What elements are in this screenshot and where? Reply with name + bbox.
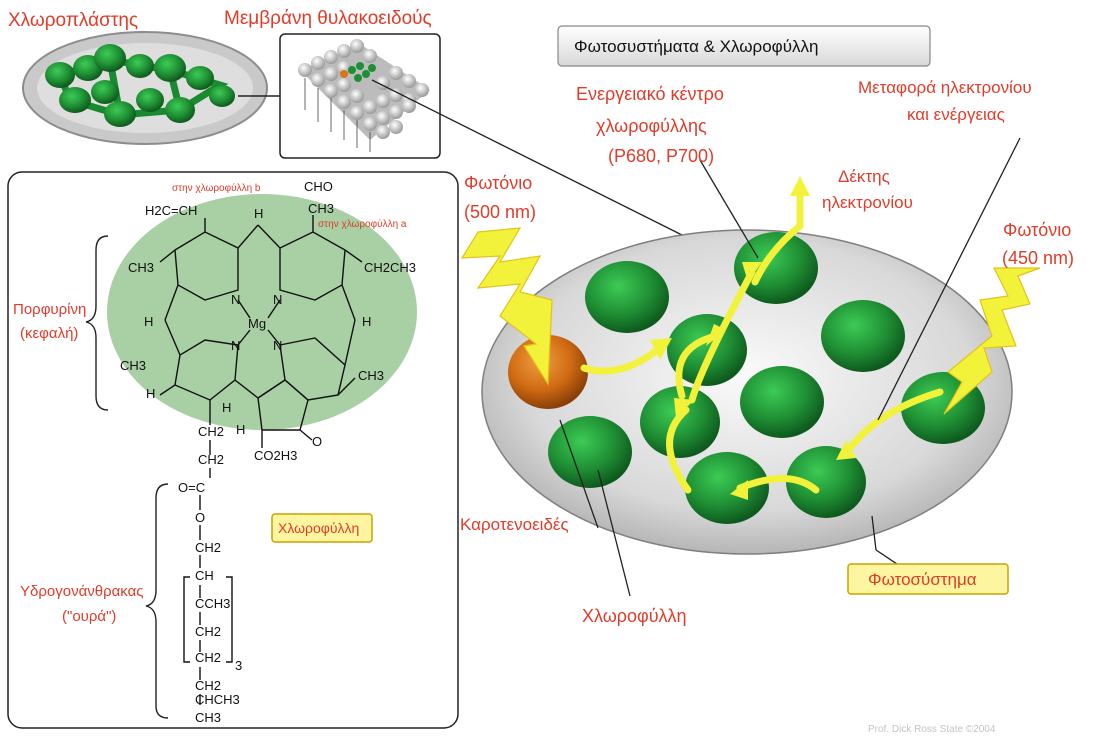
carotenoids-label: Καροτενοειδές (460, 515, 569, 534)
porphyrin-brace (85, 235, 109, 411)
chlorophyll-formula: στην χλωροφύλλη b CHO CH3 στην χλωροφύλλ… (120, 179, 416, 725)
chem-o-keto: O (312, 434, 322, 449)
electron-transfer-label-2: και ενέργειας (907, 105, 1005, 124)
reaction-center-label-1: Ενεργειακό κέντρο (576, 84, 724, 104)
hydrocarbon-label-1: Υδρογονάνθρακας (20, 583, 144, 600)
chlorophyll-molecule (667, 314, 747, 386)
porphyrin-skeleton (159, 215, 363, 705)
chem-chch3: CHCH3 (195, 692, 240, 707)
title-box: Φωτοσυστήματα & Χλωροφύλλη (557, 25, 931, 67)
thylakoid-membrane-inset (279, 33, 441, 159)
photon-left-label-2: (500 nm) (464, 202, 536, 222)
energy-transfer-arrows (580, 188, 944, 494)
hydrocarbon-brace (145, 483, 169, 719)
chem-ch2-c: CH2 (195, 540, 221, 555)
chem-ch: CH (195, 568, 214, 583)
pigment-molecules (508, 232, 985, 524)
electron-transfer-label-1: Μεταφορά ηλεκτρονίου (858, 78, 1032, 97)
reaction-center-label-3: (P680, P700) (608, 146, 714, 166)
electron-acceptor-label-2: ηλεκτρονίου (822, 193, 913, 212)
photosystem-label: Φωτοσύστημα (868, 570, 977, 589)
diagram-title: Φωτοσυστήματα & Χλωροφύλλη (574, 37, 818, 56)
porphyrin-label-2: (κεφαλή) (20, 325, 78, 342)
chem-h-top: H (254, 206, 263, 221)
chem-ch2-d: CH2 (195, 624, 221, 639)
electron-acceptor-label-1: Δέκτης (838, 167, 890, 186)
chlorophyll-molecule (685, 452, 769, 524)
chem-cho: CHO (304, 179, 333, 194)
chem-ch2-b: CH2 (198, 452, 224, 467)
chlorophyll-molecule (740, 366, 824, 438)
photosystem-badge: Φωτοσύστημα (847, 563, 1009, 595)
chloroplast-label: Χλωροπλάστης (8, 10, 138, 31)
chem-ch3-2: CH3 (120, 358, 146, 373)
label-in-chlorophyll-a: στην χλωροφύλλη a (318, 218, 407, 230)
chlorophyll-badge-text: Χλωροφύλλη (278, 520, 359, 536)
energy-transfer-arrowheads (650, 176, 856, 500)
chem-h-l2: H (146, 386, 155, 401)
label-in-chlorophyll-b: στην χλωροφύλλη b (172, 182, 261, 194)
chem-ch2-f: CH2 (195, 678, 221, 693)
chlorophyll-label: Χλωροφύλλη (582, 606, 687, 626)
chem-h-right: H (362, 314, 371, 329)
chem-ch3-end: CH3 (195, 710, 221, 725)
leader-lines (559, 137, 1021, 597)
chem-h-left: H (144, 314, 153, 329)
chem-h-d: H (236, 422, 245, 437)
chem-ester: O=C (178, 480, 205, 495)
chlorophyll-molecule (548, 416, 632, 488)
photon-left-label-1: Φωτόνιο (464, 173, 532, 193)
chloroplast-illustration (22, 31, 280, 145)
chem-ch3-1: CH3 (128, 260, 154, 275)
photon-arrow-right-icon (943, 267, 1041, 415)
chem-repeat-count: 3 (235, 658, 242, 673)
chem-co2ch3: CO2H3 (254, 448, 297, 463)
reaction-center-chlorophyll (734, 232, 818, 304)
chem-h-c: H (222, 400, 231, 415)
chem-n3: N (231, 338, 240, 353)
reaction-center-label-2: χλωροφύλλης (596, 116, 707, 136)
chlorophyll-badge: Χλωροφύλλη (271, 513, 373, 543)
photon-arrow-left-icon (460, 227, 553, 386)
chem-o-ether: O (195, 510, 205, 525)
chem-n2: N (273, 292, 282, 307)
chem-mg: Mg (248, 316, 266, 331)
chem-n4: N (273, 338, 282, 353)
thylakoid-membrane-label: Μεμβράνη θυλακοειδούς (224, 8, 432, 29)
chlorophyll-molecule (640, 386, 720, 458)
chem-ch3-3: CH3 (358, 368, 384, 383)
chem-ch2-e: CH2 (195, 650, 221, 665)
chem-ch3-a: CH3 (308, 201, 334, 216)
porphyrin-label-1: Πορφυρίνη (13, 301, 86, 318)
chem-vinyl: H2C=CH (145, 203, 197, 218)
chlorophyll-molecule (585, 261, 669, 333)
chem-n1: N (231, 292, 240, 307)
chem-cch3: CCH3 (195, 596, 230, 611)
photon-right-label-2: (450 nm) (1002, 248, 1074, 268)
chem-ethyl: CH2CH3 (364, 260, 416, 275)
hydrocarbon-label-2: ("ουρά") (62, 608, 116, 625)
photon-right-label-1: Φωτόνιο (1003, 220, 1071, 240)
porphyrin-background (107, 194, 417, 430)
chlorophyll-molecule (821, 300, 905, 372)
copyright-text: Prof. Dick Ross State ©2004 (868, 724, 996, 735)
chem-ch2-a: CH2 (198, 424, 224, 439)
photosystem-labels: Ενεργειακό κέντρο χλωροφύλλης (P680, P70… (460, 78, 1074, 626)
chlorophyll-molecule (786, 446, 866, 518)
